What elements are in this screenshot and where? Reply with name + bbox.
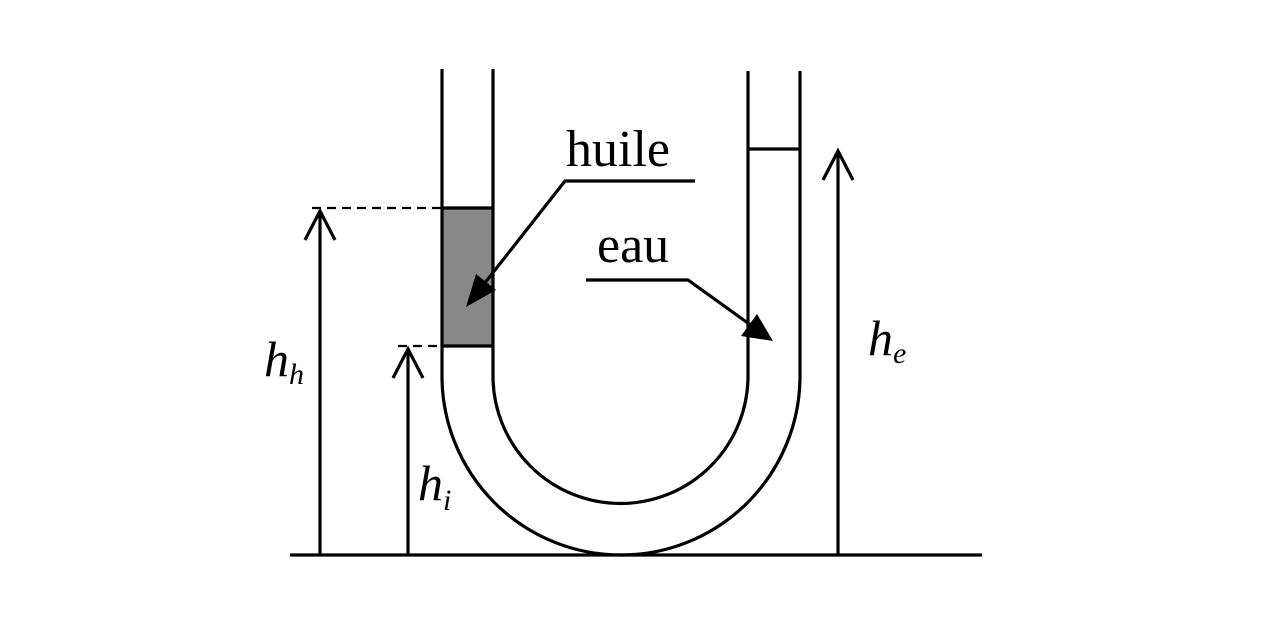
water-arrowhead: [741, 314, 773, 341]
water-label: eau: [597, 217, 669, 274]
arrow-h-oil: [303, 207, 337, 555]
height-label-water: he: [868, 310, 906, 370]
oil-arrowhead: [466, 274, 496, 307]
height-label-oil: hh: [264, 331, 304, 391]
oil-leader-arrow: [466, 179, 695, 307]
water-leader-arrow: [586, 278, 773, 341]
arrow-h-interface: [391, 345, 425, 555]
oil-column: [442, 208, 493, 346]
height-label-interface: hi: [418, 455, 451, 517]
arrow-h-water: [821, 147, 855, 555]
u-tube-inner-wall: [491, 69, 750, 506]
oil-label: huile: [566, 121, 670, 178]
